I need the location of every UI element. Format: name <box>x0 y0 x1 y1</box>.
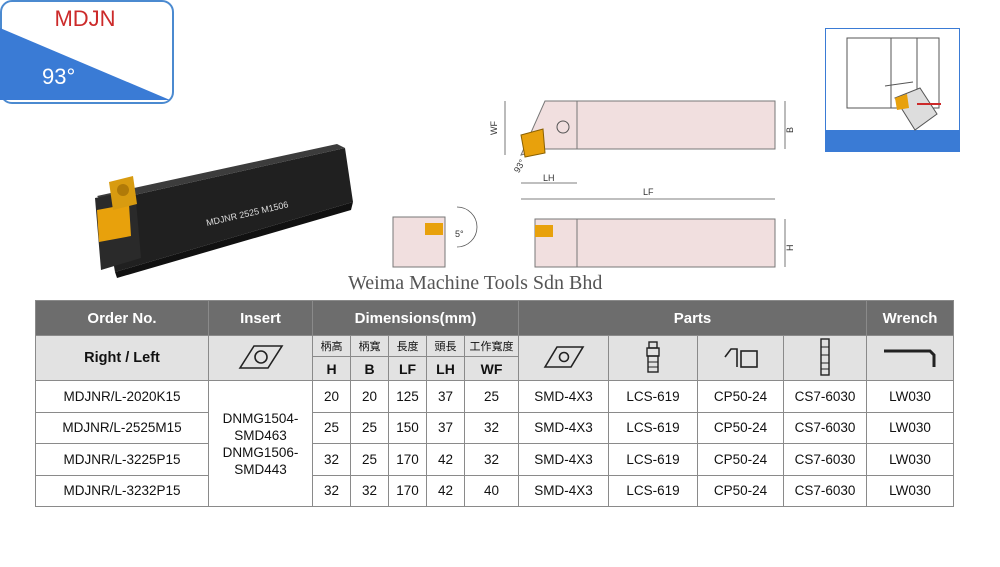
label-h: H <box>785 245 795 252</box>
shank-side-view <box>576 218 776 268</box>
insert-values: DNMG1504- SMD463 DNMG1506- SMD443 <box>208 380 313 507</box>
cell-lf: 150 <box>388 411 427 444</box>
label-wf: WF <box>489 121 499 135</box>
cell-h: 32 <box>312 443 351 476</box>
cell-clamp-screw: CS7-6030 <box>783 443 867 476</box>
dim-letter-h: H <box>312 356 351 381</box>
col-order-no: Order No. <box>35 300 209 336</box>
dim-cn-lh: 頭長 <box>426 335 465 357</box>
order-no: MDJNR/L-2525M15 <box>35 411 209 444</box>
label-clearance: 5° <box>455 229 464 239</box>
cell-wrench: LW030 <box>866 380 954 413</box>
cell-wf: 40 <box>464 474 519 507</box>
cell-wf: 25 <box>464 380 519 413</box>
clamp-icon <box>697 335 784 381</box>
table-row: MDJNR/L-2525M15 25 25 150 37 32 SMD-4X3 … <box>35 411 954 444</box>
table-row: MDJNR/L-2020K15 DNMG1504- SMD463 DNMG150… <box>35 380 954 507</box>
col-dimensions: Dimensions(mm) <box>312 300 519 336</box>
cell-wrench: LW030 <box>866 474 954 507</box>
cell-clamp: CP50-24 <box>697 411 784 444</box>
insert-line: DNMG1506- <box>222 444 299 460</box>
table-row: MDJNR/L-3232P15 32 32 170 42 40 SMD-4X3 … <box>35 474 954 507</box>
dim-letter-wf: WF <box>464 356 519 381</box>
cell-clamp-screw: CS7-6030 <box>783 411 867 444</box>
cell-lf: 170 <box>388 443 427 476</box>
dim-cn-wf: 工作寬度 <box>464 335 519 357</box>
cell-wf: 32 <box>464 443 519 476</box>
cell-clamp: CP50-24 <box>697 443 784 476</box>
dimension-drawing: WF B 93° LH LF H 5° <box>392 100 795 268</box>
right-left-label: Right / Left <box>35 335 209 381</box>
cell-h: 20 <box>312 380 351 413</box>
badge-angle: 93° <box>42 64 76 89</box>
shim-icon <box>518 335 609 381</box>
badge-triangle <box>0 28 170 100</box>
col-wrench: Wrench <box>866 300 954 336</box>
label-b: B <box>785 127 795 133</box>
cell-h: 25 <box>312 411 351 444</box>
cell-lock-screw: LCS-619 <box>608 443 698 476</box>
cell-wrench: LW030 <box>866 443 954 476</box>
dim-cn-b: 柄寬 <box>350 335 389 357</box>
spec-table: Order No. Insert Dimensions(mm) Parts Wr… <box>35 300 954 507</box>
cell-clamp-screw: CS7-6030 <box>783 474 867 507</box>
application-inset <box>825 28 960 152</box>
cell-lh: 37 <box>426 411 465 444</box>
cell-lh: 42 <box>426 474 465 507</box>
label-lf: LF <box>643 187 654 197</box>
lock-screw-icon <box>608 335 698 381</box>
cell-wf: 32 <box>464 411 519 444</box>
col-insert: Insert <box>208 300 313 336</box>
cell-lh: 37 <box>426 380 465 413</box>
order-no: MDJNR/L-3232P15 <box>35 474 209 507</box>
cell-wrench: LW030 <box>866 411 954 444</box>
company-name: Weima Machine Tools Sdn Bhd <box>348 272 603 294</box>
cell-h: 32 <box>312 474 351 507</box>
clamp-screw-icon <box>783 335 867 381</box>
cell-shim: SMD-4X3 <box>518 411 609 444</box>
order-no: MDJNR/L-2020K15 <box>35 380 209 413</box>
dim-letter-lf: LF <box>388 356 427 381</box>
tool-holder-photo: MDJNR 2525 M1506 <box>95 144 353 278</box>
insert-shape-icon <box>208 335 313 381</box>
cell-lf: 170 <box>388 474 427 507</box>
dim-letter-lh: LH <box>426 356 465 381</box>
cell-lf: 125 <box>388 380 427 413</box>
insert-line: SMD463 <box>234 427 287 443</box>
cell-lock-screw: LCS-619 <box>608 474 698 507</box>
table-row: MDJNR/L-3225P15 32 25 170 42 32 SMD-4X3 … <box>35 443 954 476</box>
cell-shim: SMD-4X3 <box>518 443 609 476</box>
cell-clamp: CP50-24 <box>697 380 784 413</box>
col-parts: Parts <box>518 300 867 336</box>
cell-lock-screw: LCS-619 <box>608 411 698 444</box>
order-no: MDJNR/L-3225P15 <box>35 443 209 476</box>
wrench-icon <box>866 335 954 381</box>
cell-clamp: CP50-24 <box>697 474 784 507</box>
cell-shim: SMD-4X3 <box>518 474 609 507</box>
cell-b: 25 <box>350 411 389 444</box>
cell-clamp-screw: CS7-6030 <box>783 380 867 413</box>
cell-shim: SMD-4X3 <box>518 380 609 413</box>
label-lh: LH <box>543 173 555 183</box>
cell-lock-screw: LCS-619 <box>608 380 698 413</box>
cell-lh: 42 <box>426 443 465 476</box>
cell-b: 32 <box>350 474 389 507</box>
label-angle: 93° <box>512 157 528 174</box>
insert-line: SMD443 <box>234 461 287 477</box>
insert-line: DNMG1504- <box>222 410 299 426</box>
badge-title: MDJN <box>54 6 116 31</box>
cell-b: 20 <box>350 380 389 413</box>
tool-type-badge: MDJN 93° <box>0 0 174 104</box>
dim-letter-b: B <box>350 356 389 381</box>
shank-top-view <box>576 100 776 150</box>
cell-b: 25 <box>350 443 389 476</box>
dim-cn-lf: 長度 <box>388 335 427 357</box>
dim-cn-h: 柄高 <box>312 335 351 357</box>
